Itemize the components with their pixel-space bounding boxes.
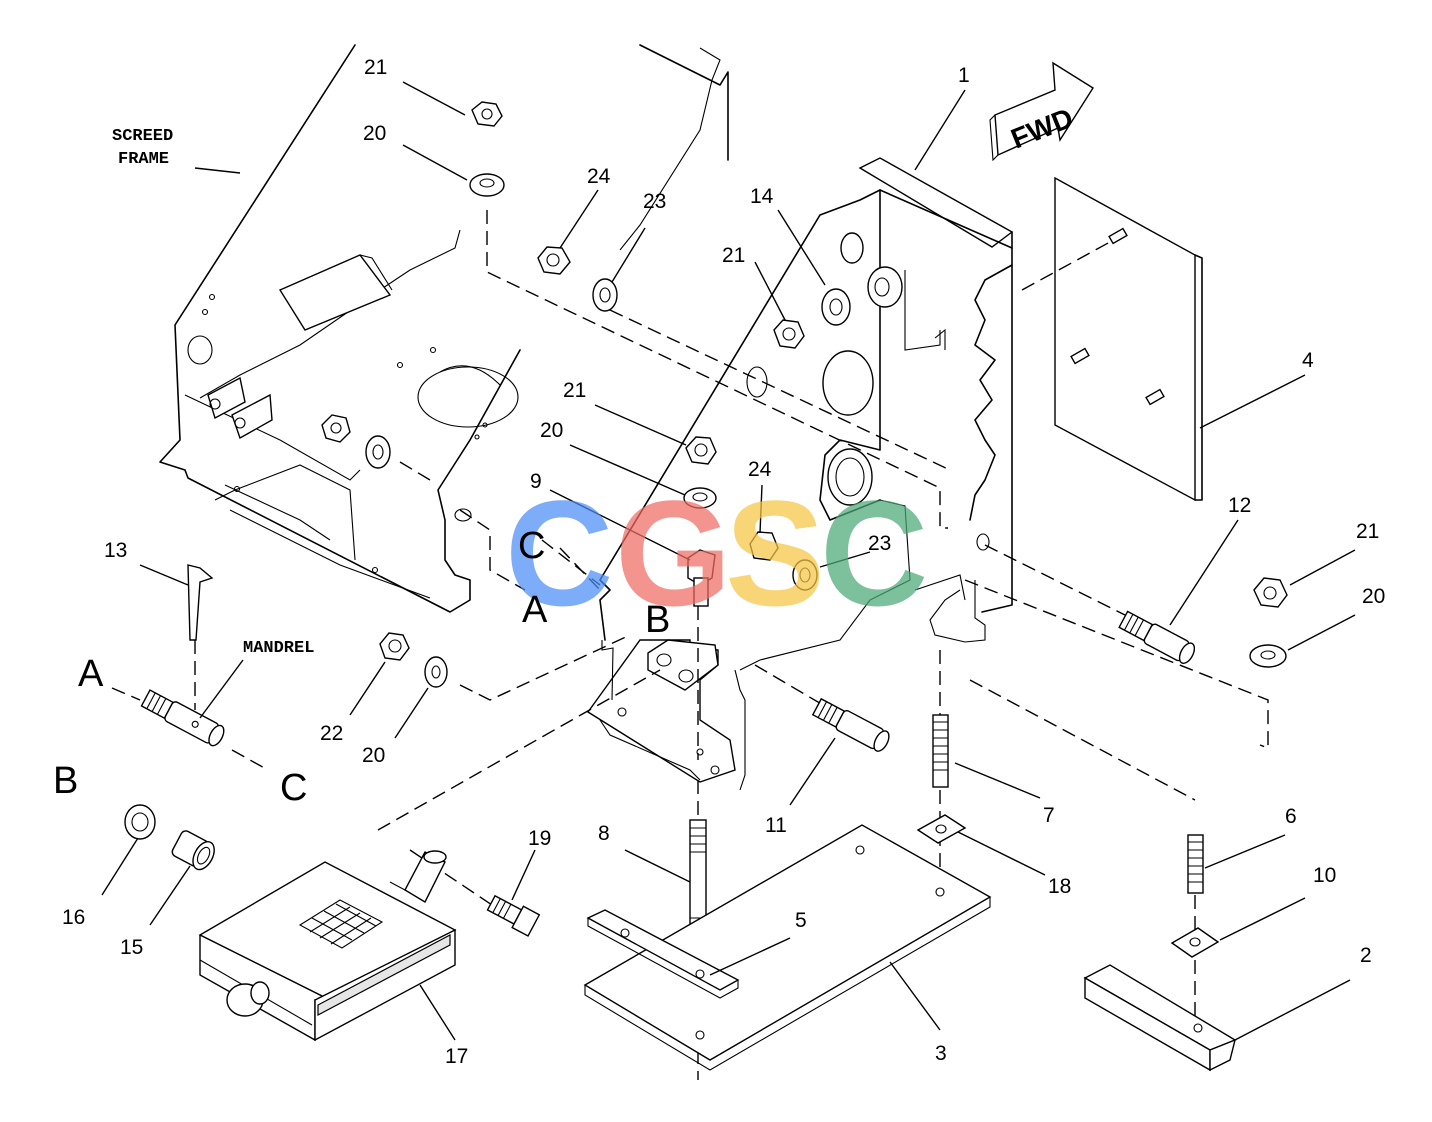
callout-23-upper: 23 xyxy=(643,190,666,213)
callout-17: 17 xyxy=(445,1045,468,1068)
callout-20-right: 20 xyxy=(1362,585,1385,608)
callout-18: 18 xyxy=(1048,875,1071,898)
hardware xyxy=(124,101,1288,958)
callout-20-top: 20 xyxy=(363,122,386,145)
callout-20-left: 20 xyxy=(362,744,385,767)
screed-frame-label-line1: SCREED xyxy=(112,127,173,146)
watermark-letter-1: C xyxy=(505,469,613,637)
callout-22: 22 xyxy=(320,722,343,745)
ref-letter-c-center: C xyxy=(518,525,545,567)
grease-box xyxy=(198,850,457,1042)
watermark-letter-3: S xyxy=(725,469,825,637)
ref-letter-a-center: A xyxy=(522,589,548,631)
ref-letter-b-left: B xyxy=(53,760,78,802)
callout-21-right: 21 xyxy=(1356,520,1379,543)
callout-21-upper: 21 xyxy=(722,244,745,267)
callout-6: 6 xyxy=(1285,805,1297,828)
callout-23-center: 23 xyxy=(868,532,891,555)
callout-7: 7 xyxy=(1043,804,1055,827)
watermark-letter-2: G xyxy=(615,469,732,637)
mandrel-label: MANDREL xyxy=(243,639,314,658)
callout-9: 9 xyxy=(530,470,542,493)
callout-13: 13 xyxy=(104,539,127,562)
callout-1: 1 xyxy=(958,64,970,87)
callout-10: 10 xyxy=(1313,864,1336,887)
callout-20-center: 20 xyxy=(540,419,563,442)
callout-5: 5 xyxy=(795,909,807,932)
callout-16: 16 xyxy=(62,906,85,929)
callout-15: 15 xyxy=(120,936,143,959)
base-plates xyxy=(583,824,1237,1072)
screed-frame-label-line2: FRAME xyxy=(118,150,169,169)
callout-2: 2 xyxy=(1360,944,1372,967)
leader-lines xyxy=(101,81,1356,1041)
callout-12: 12 xyxy=(1228,494,1251,517)
callout-4: 4 xyxy=(1302,349,1314,372)
grille xyxy=(298,899,384,949)
cover-plate xyxy=(1054,176,1203,502)
callouts: 1 2 3 4 5 6 7 8 9 10 11 12 13 14 15 16 1… xyxy=(62,56,1385,1068)
ref-letter-a-left: A xyxy=(78,653,104,695)
ref-letter-b-center: B xyxy=(645,599,670,641)
callout-19: 19 xyxy=(528,827,551,850)
screed-frame xyxy=(159,44,729,613)
forward-arrow: FWD xyxy=(989,61,1094,162)
callout-8: 8 xyxy=(598,822,610,845)
watermark-letter-4: C xyxy=(820,469,928,637)
callout-3: 3 xyxy=(935,1042,947,1065)
callout-21-center: 21 xyxy=(563,379,586,402)
callout-24-center: 24 xyxy=(748,458,772,481)
callout-24-upper: 24 xyxy=(587,165,611,188)
annotations: SCREED FRAME MANDREL A B C C A B xyxy=(53,127,670,809)
ref-letter-c-left: C xyxy=(280,767,307,809)
watermark: C G S C xyxy=(505,469,928,637)
callout-11: 11 xyxy=(765,814,787,837)
callout-14: 14 xyxy=(750,185,774,208)
callout-21-top: 21 xyxy=(364,56,387,79)
